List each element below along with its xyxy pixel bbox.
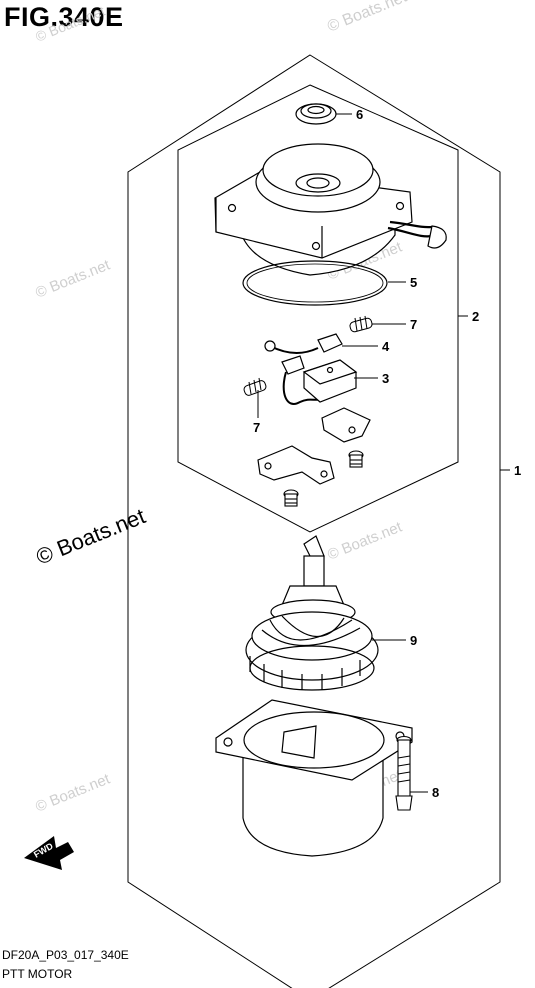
screw-part	[283, 489, 299, 507]
leader-lines	[257, 113, 510, 793]
o-ring-inner-edge	[246, 263, 384, 303]
brush-holder-plate-part	[321, 407, 371, 443]
watermark: © Boats.net	[33, 2, 107, 44]
figure-title: FIG.340E	[4, 2, 124, 32]
armature-part	[245, 535, 379, 691]
callout-4: 4	[382, 339, 390, 354]
brush-spring-part	[349, 315, 373, 333]
figure-code: DF20A_P03_017_340E	[2, 948, 129, 962]
callout-3: 3	[382, 371, 389, 386]
watermark: © Boats.net	[33, 770, 113, 816]
callout-9: 9	[410, 633, 417, 648]
callout-6: 6	[356, 107, 363, 122]
watermark: © Boats.net	[325, 0, 410, 36]
callout-1: 1	[514, 463, 521, 478]
bolt-part	[395, 735, 413, 811]
callout-8: 8	[432, 785, 439, 800]
screw-part	[348, 450, 364, 468]
forward-direction-marker: FWD	[24, 836, 74, 870]
callout-7: 7	[410, 317, 417, 332]
brush-spring-part	[243, 377, 267, 396]
motor-yoke-part	[215, 699, 413, 857]
oil-seal-part	[295, 103, 337, 125]
upper-housing-part	[214, 143, 447, 276]
terminal-plate-part	[257, 445, 335, 485]
assembly-outline-motor	[127, 54, 501, 988]
watermark: © Boats.net	[33, 256, 113, 302]
watermark-prominent: © Boats.net	[33, 503, 149, 569]
assembly-outline-upper-housing	[177, 84, 459, 533]
brush-holder-part	[302, 359, 358, 403]
callout-7b: 7	[253, 420, 260, 435]
figure-name: PTT MOTOR	[2, 967, 73, 981]
watermark: © Boats.net	[325, 518, 405, 564]
callout-5: 5	[410, 275, 417, 290]
callout-2: 2	[472, 309, 479, 324]
o-ring-part	[242, 260, 388, 306]
